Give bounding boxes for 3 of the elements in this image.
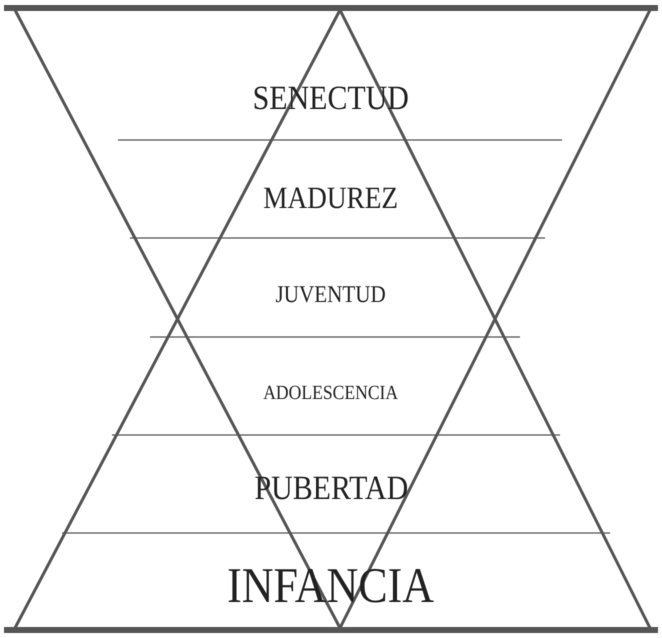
stage-label: JUVENTUD [276,282,386,309]
stage-label: ADOLESCENCIA [264,382,398,405]
stage-label: MADUREZ [264,180,398,216]
